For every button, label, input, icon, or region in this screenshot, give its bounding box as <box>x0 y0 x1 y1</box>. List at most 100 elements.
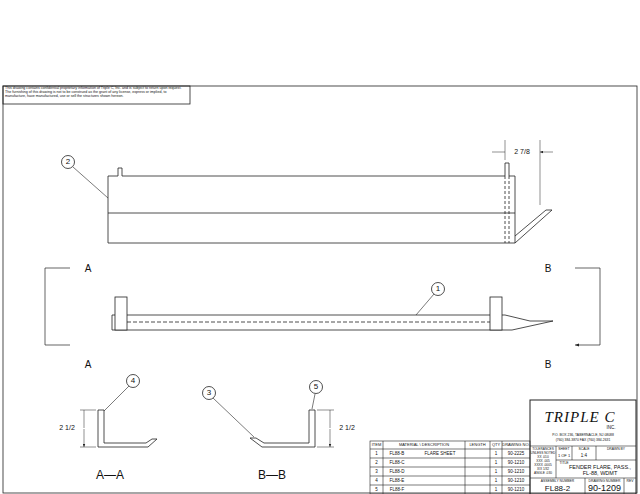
leader-line <box>104 386 129 411</box>
tolerance-value: X/X 1/32 <box>537 468 549 472</box>
company-address: P.O. BOX 236, TABERNACLE, NJ 08088 <box>552 434 614 438</box>
part-number: FL88-E <box>390 478 405 483</box>
section-title: A—A <box>96 469 124 482</box>
field-label: TITLE <box>559 462 568 466</box>
company-suffix: INC. <box>607 426 616 431</box>
callout-circle <box>62 156 75 169</box>
drawing-number: 90-1210 <box>508 478 525 483</box>
flare-tail <box>515 210 552 243</box>
drawing-number: 90-1210 <box>508 460 525 465</box>
drawing-number: 90-1210 <box>508 487 525 492</box>
callout-circle <box>127 375 140 388</box>
quantity: 1 <box>495 487 498 492</box>
item-number: 2 <box>375 460 378 465</box>
section-letter: B <box>545 359 552 370</box>
section-letter: A <box>85 263 92 274</box>
leader-line <box>213 398 254 437</box>
item-number: 3 <box>375 469 378 474</box>
field-label: DRAWN BY <box>607 448 625 452</box>
drawing-title: FENDER FLARE, PASS., FL-88, WDMT <box>567 464 633 476</box>
callout-circle <box>203 387 216 400</box>
quantity: 1 <box>495 469 498 474</box>
callout-number: 2 <box>66 158 70 167</box>
callout-number: 3 <box>207 389 211 398</box>
section-letter: A <box>85 359 92 370</box>
dimension: 2 7/8 <box>513 148 531 156</box>
elevation-view <box>62 140 554 243</box>
table-header: ITEM <box>372 443 382 447</box>
description: FLARE SHEET <box>425 451 456 456</box>
parts-table <box>370 441 530 494</box>
section-profile <box>98 410 157 447</box>
quantity: 1 <box>495 478 498 483</box>
callout-number: 4 <box>131 377 135 386</box>
extension-line <box>317 410 334 447</box>
hidden-line <box>505 176 509 243</box>
field-label: SHEET <box>558 448 569 452</box>
title-border <box>530 400 636 494</box>
quantity: 1 <box>495 460 498 465</box>
leader-line <box>416 294 434 315</box>
table-header: MATERIAL \ DESCRIPTION <box>399 443 449 447</box>
assembly-number: FL88-2 <box>545 484 570 493</box>
tolerance-heading: TOLERANCES <box>532 448 554 452</box>
section-profile <box>250 410 315 447</box>
flare-outline <box>108 163 515 243</box>
scale-value: 1:4 <box>581 454 587 459</box>
table-header: QTY <box>492 443 500 447</box>
section-line <box>45 268 600 345</box>
table-border <box>370 441 530 494</box>
item-number: 4 <box>375 478 378 483</box>
bracket <box>115 297 127 330</box>
plan-view <box>45 268 600 345</box>
field-label: REV <box>627 480 634 484</box>
extension-line <box>505 140 540 205</box>
part-number: FL88-F <box>390 487 405 492</box>
section-title: B—B <box>258 469 286 482</box>
tolerance-value: XXX .005 <box>536 460 549 464</box>
dimension-line <box>330 410 331 447</box>
quantity: 1 <box>495 451 498 456</box>
table-grid <box>370 441 530 494</box>
border <box>3 86 637 493</box>
drawing-number: 90-1209 <box>588 484 621 494</box>
tolerance-value: XX .010 <box>537 456 548 460</box>
tolerance-value: XXXX .0005 <box>534 464 551 468</box>
title-grid <box>530 446 636 494</box>
company-logo: TRIPLE C <box>545 409 616 426</box>
part-number: FL88-B <box>390 451 405 456</box>
dimension: 2 1/2 <box>59 424 75 432</box>
table-header: DRAWING NO. <box>502 443 529 447</box>
part-number: FL88-C <box>389 460 404 465</box>
section-b <box>203 381 335 448</box>
section-letter: B <box>545 263 552 274</box>
field-label: SCALE <box>578 448 589 452</box>
hidden-line <box>127 322 490 323</box>
bend-line <box>108 213 515 214</box>
sheet-frame <box>3 86 637 493</box>
tolerance-value: UNLESS NOTED <box>531 452 556 456</box>
part-number: FL88-D <box>389 469 404 474</box>
callout-number: 1 <box>436 285 440 294</box>
item-number: 5 <box>375 487 378 492</box>
flare-plan <box>112 315 553 330</box>
callout-circle <box>432 283 445 296</box>
bracket <box>490 297 502 330</box>
confidential-note: This drawing contains confidential propr… <box>5 87 188 99</box>
tolerance-value: ANGLE .030 <box>534 472 552 476</box>
drawing-number: 90-2225 <box>508 451 525 456</box>
extension-line <box>80 410 96 447</box>
title-block <box>530 400 636 494</box>
leader-line <box>312 394 315 409</box>
dimension-line <box>84 410 85 447</box>
section-a <box>80 375 157 448</box>
field-label: ASSEMBLY NUMBER <box>541 480 575 484</box>
sheet-number: 1 OF 1 <box>558 454 570 458</box>
drawing-number: 90-1210 <box>508 469 525 474</box>
section-arrow <box>45 268 600 345</box>
leader-line <box>73 167 108 198</box>
dimension: 2 1/2 <box>339 424 355 432</box>
item-number: 1 <box>375 451 378 456</box>
callout-number: 5 <box>314 383 318 392</box>
